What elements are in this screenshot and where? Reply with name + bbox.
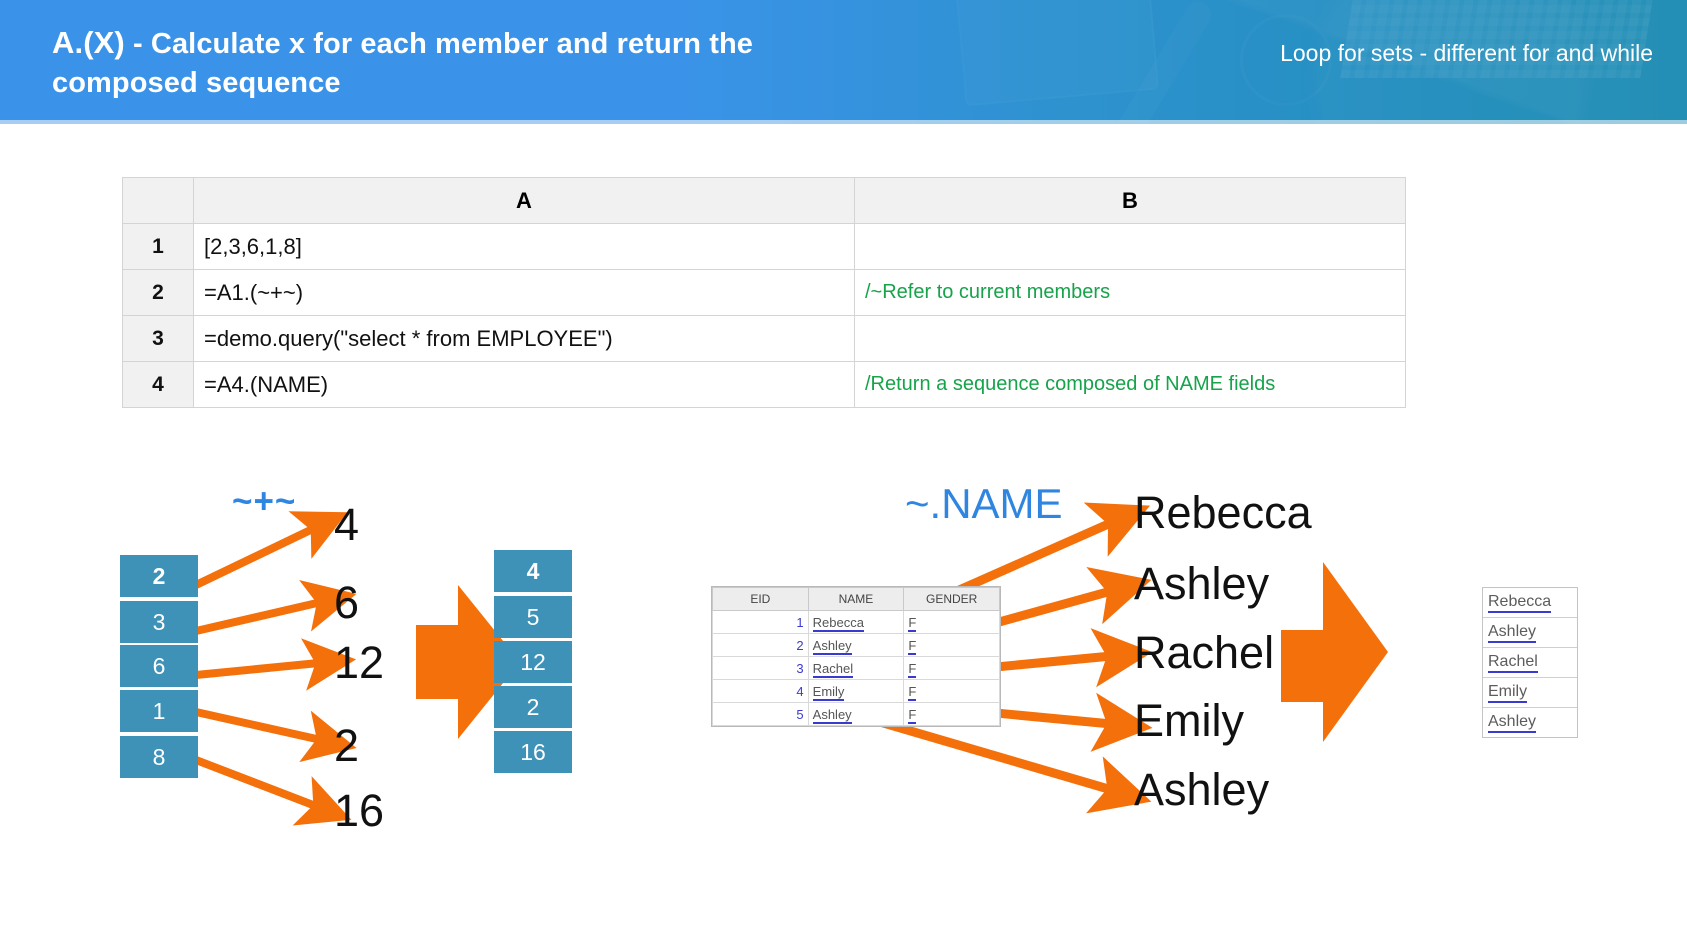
sheet-column-header-b[interactable]: B	[854, 177, 1406, 224]
sheet-column-header-a[interactable]: A	[193, 177, 855, 224]
result-box-4: 2	[494, 686, 572, 728]
mapped-name-5: Ashley	[1134, 764, 1270, 815]
page-title-lead: A.(X)	[52, 25, 125, 60]
table-row: 2 =A1.(~+~) /~Refer to current members	[122, 269, 1406, 316]
diagram-area: ~+~ 2 3 6 1 8 4 6 12 2 16 4 5 12 2 16 ~.…	[0, 440, 1687, 870]
table-row: 4 Emily F	[712, 679, 1000, 703]
employee-eid-1: 1	[712, 610, 809, 634]
employee-gender-4: F	[903, 679, 1000, 703]
result-name-list: Rebecca Ashley Rachel Emily Ashley	[1483, 588, 1577, 737]
mapped-value-3: 12	[334, 637, 385, 688]
header-divider	[0, 120, 1687, 124]
page-title: A.(X) - Calculate x for each member and …	[52, 22, 882, 103]
mapped-value-5: 16	[334, 785, 385, 836]
slide-header: A.(X) - Calculate x for each member and …	[0, 0, 1687, 124]
source-box-4: 1	[120, 690, 198, 732]
cell-a4[interactable]: =A4.(NAME)	[193, 361, 855, 408]
sheet-row-header-2[interactable]: 2	[122, 269, 194, 316]
sheet-row-header-4[interactable]: 4	[122, 361, 194, 408]
formula-sheet: A B 1 [2,3,6,1,8] 2 =A1.(~+~) /~Refer to…	[122, 177, 1406, 408]
sheet-row-header-3[interactable]: 3	[122, 315, 194, 362]
mapped-value-1: 4	[334, 499, 360, 550]
sheet-header-row: A B	[122, 177, 1406, 224]
source-box-1: 2	[120, 555, 198, 597]
table-row: 3 =demo.query("select * from EMPLOYEE")	[122, 315, 1406, 362]
operator-label-left: ~+~	[232, 482, 297, 521]
source-box-3: 6	[120, 645, 198, 687]
cell-a1[interactable]: [2,3,6,1,8]	[193, 223, 855, 270]
cell-b1[interactable]	[854, 223, 1406, 270]
sheet-row-header-1[interactable]: 1	[122, 223, 194, 270]
mapped-name-1: Rebecca	[1134, 487, 1312, 538]
employee-eid-5: 5	[712, 702, 809, 726]
list-item: Ashley	[1483, 618, 1577, 648]
employee-gender-5: F	[903, 702, 1000, 726]
table-row: 3 Rachel F	[712, 656, 1000, 680]
page-title-rest: - Calculate x for each member and return…	[52, 28, 753, 99]
mapped-name-4: Emily	[1134, 695, 1244, 746]
cell-b3[interactable]	[854, 315, 1406, 362]
employee-eid-2: 2	[712, 633, 809, 657]
result-box-2: 5	[494, 596, 572, 638]
header-background-photo	[0, 0, 1687, 124]
employee-name-4: Emily	[807, 679, 905, 703]
sheet-corner-cell	[122, 177, 194, 224]
cell-a2[interactable]: =A1.(~+~)	[193, 269, 855, 316]
employee-col-name: NAME	[807, 587, 905, 611]
result-box-3: 12	[494, 641, 572, 683]
employee-col-eid: EID	[712, 587, 809, 611]
list-item: Ashley	[1483, 708, 1577, 737]
employee-col-gender: GENDER	[903, 587, 1000, 611]
employee-table-header-row: EID NAME GENDER	[712, 587, 1000, 611]
right-block-arrow-icon	[1281, 562, 1388, 742]
result-box-5: 16	[494, 731, 572, 773]
cell-b2[interactable]: /~Refer to current members	[854, 269, 1406, 316]
list-item: Rachel	[1483, 648, 1577, 678]
employee-eid-4: 4	[712, 679, 809, 703]
mapped-value-4: 2	[334, 720, 360, 771]
header-blue-overlay	[0, 0, 1687, 124]
employee-gender-3: F	[903, 656, 1000, 680]
table-row: 1 [2,3,6,1,8]	[122, 223, 1406, 270]
employee-table: EID NAME GENDER 1 Rebecca F 2 Ashley F 3…	[712, 587, 1000, 726]
table-row: 5 Ashley F	[712, 702, 1000, 726]
mapped-name-3: Rachel	[1134, 627, 1275, 678]
employee-gender-1: F	[903, 610, 1000, 634]
cell-b4[interactable]: /Return a sequence composed of NAME fiel…	[854, 361, 1406, 408]
table-row: 1 Rebecca F	[712, 610, 1000, 634]
employee-eid-3: 3	[712, 656, 809, 680]
source-box-5: 8	[120, 736, 198, 778]
left-block-arrow-icon	[416, 585, 520, 739]
employee-name-3: Rachel	[807, 656, 905, 680]
header-subtitle: Loop for sets - different for and while	[1280, 40, 1653, 66]
table-row: 4 =A4.(NAME) /Return a sequence composed…	[122, 361, 1406, 408]
table-row: 2 Ashley F	[712, 633, 1000, 657]
result-box-1: 4	[494, 550, 572, 592]
operator-label-right: ~.NAME	[905, 480, 1063, 527]
employee-name-5: Ashley	[807, 702, 905, 726]
mapped-value-2: 6	[334, 577, 360, 628]
cell-a3[interactable]: =demo.query("select * from EMPLOYEE")	[193, 315, 855, 362]
list-item: Rebecca	[1483, 588, 1577, 618]
employee-name-1: Rebecca	[807, 610, 905, 634]
source-box-2: 3	[120, 601, 198, 643]
left-map-arrows	[194, 511, 357, 826]
employee-gender-2: F	[903, 633, 1000, 657]
list-item: Emily	[1483, 678, 1577, 708]
employee-name-2: Ashley	[807, 633, 905, 657]
mapped-name-2: Ashley	[1134, 558, 1270, 609]
